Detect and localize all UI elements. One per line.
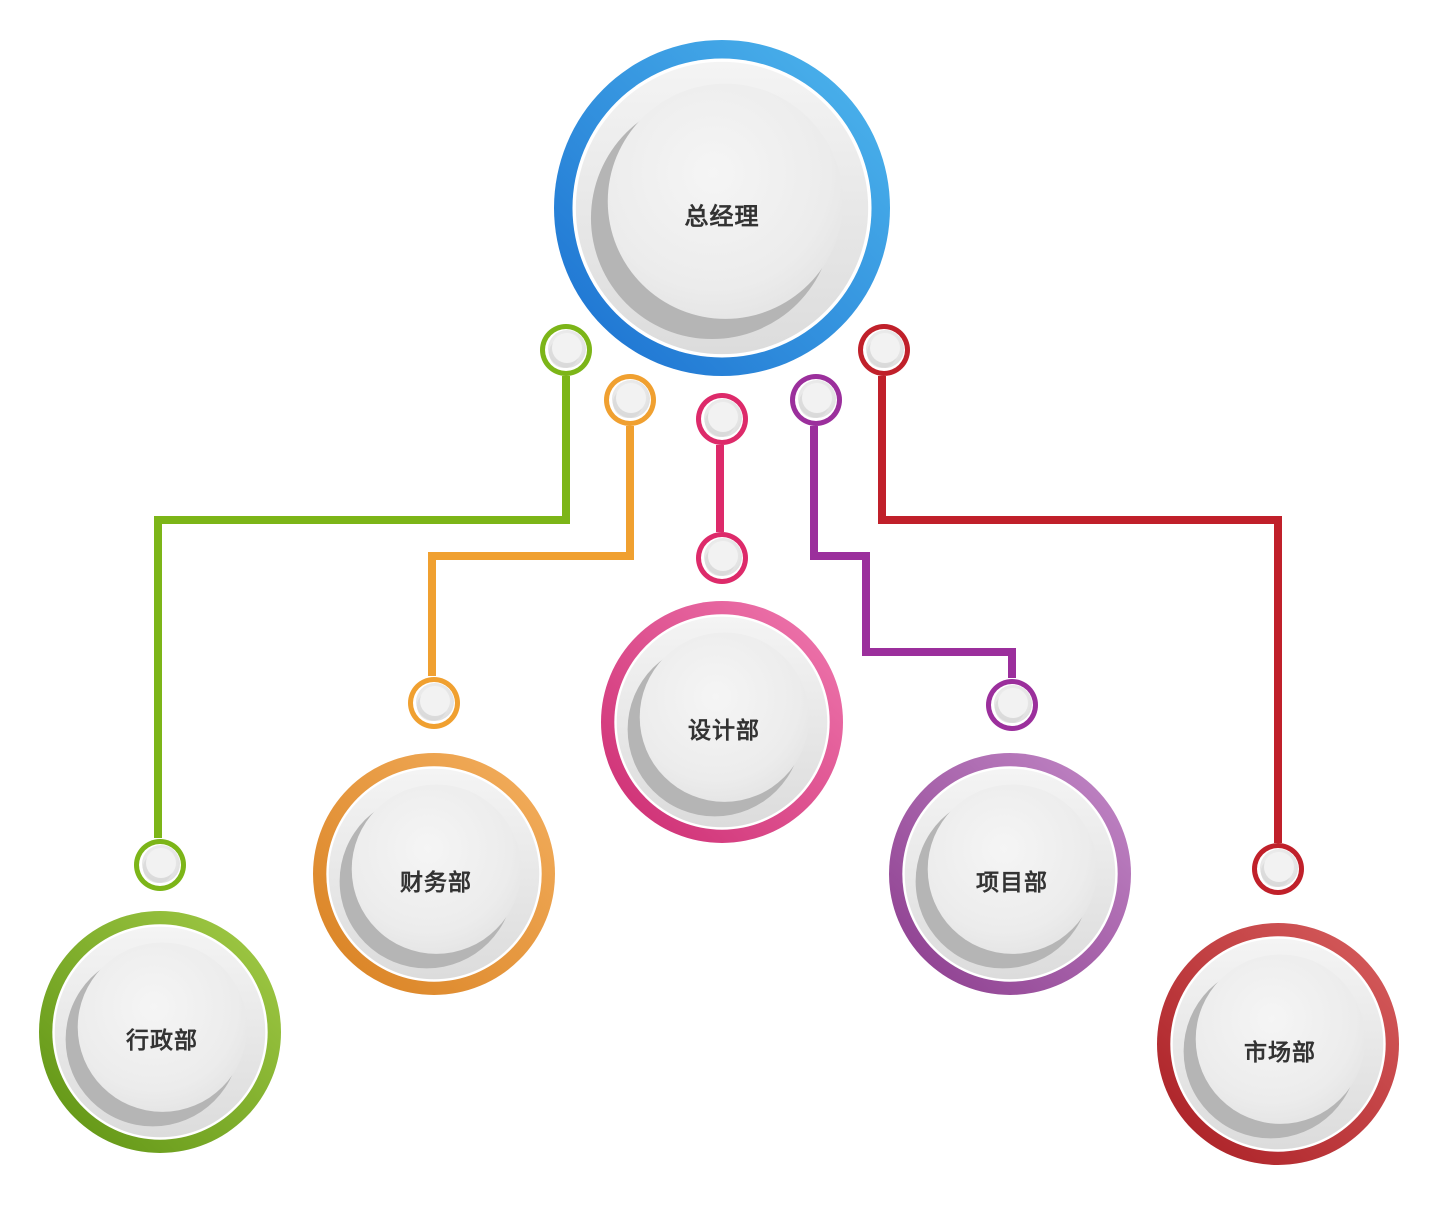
root-label: 总经理: [684, 202, 760, 231]
market-top-connector-dot: [858, 324, 910, 376]
market-label: 市场部: [1244, 1040, 1316, 1066]
project-bottom-connector-dot: [986, 679, 1038, 731]
project-top-connector-dot: [790, 374, 842, 426]
market-bottom-connector-dot: [1252, 843, 1304, 895]
admin-top-connector-dot: [540, 324, 592, 376]
finance-bottom-connector-dot: [408, 677, 460, 729]
design-top-connector-dot: [696, 393, 748, 445]
design-label: 设计部: [688, 718, 760, 744]
project-node: [889, 753, 1131, 995]
root-node: [554, 40, 890, 376]
design-node: [601, 601, 843, 843]
finance-node: [313, 753, 555, 995]
project-connector-line: [810, 426, 1016, 678]
admin-label: 行政部: [126, 1028, 198, 1054]
market-connector-line: [878, 376, 1282, 843]
admin-node: [39, 911, 281, 1153]
project-label: 项目部: [976, 870, 1048, 896]
admin-bottom-connector-dot: [134, 839, 186, 891]
finance-connector-line: [428, 426, 634, 676]
admin-connector-line: [154, 376, 570, 838]
finance-top-connector-dot: [604, 374, 656, 426]
design-bottom-connector-dot: [696, 532, 748, 584]
market-node: [1157, 923, 1399, 1165]
finance-label: 财务部: [400, 870, 472, 896]
